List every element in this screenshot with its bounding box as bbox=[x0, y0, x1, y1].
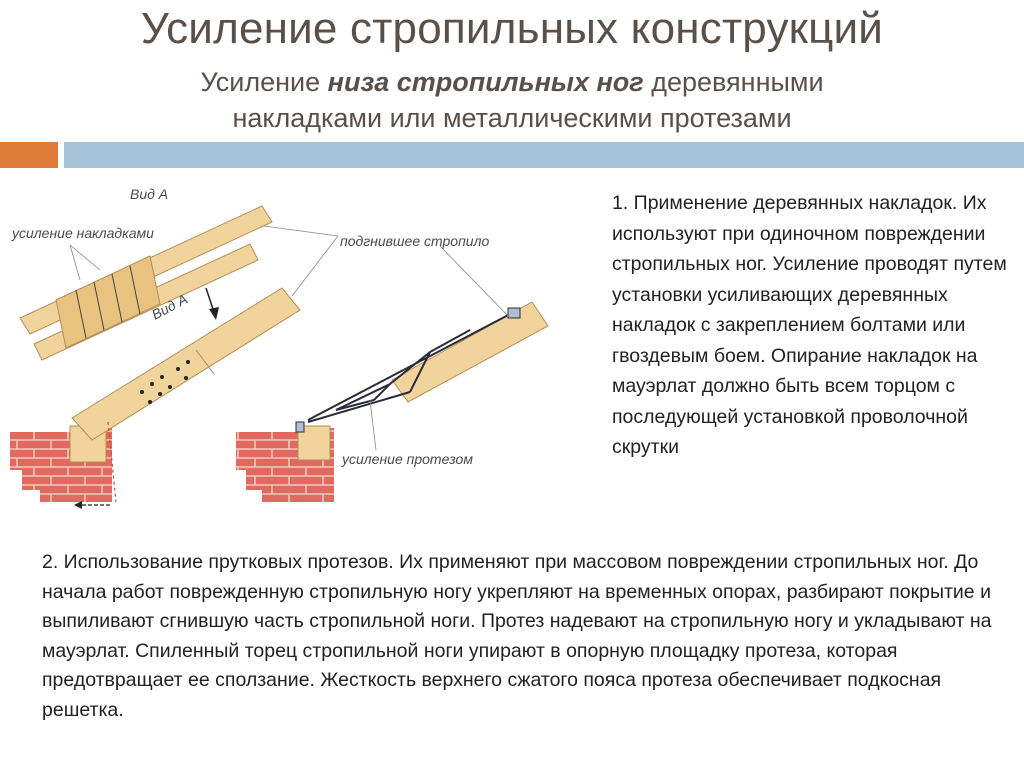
subtitle-emphasis: низа стропильных ног bbox=[327, 67, 644, 97]
callout-rotten-3 bbox=[439, 245, 511, 319]
accent-bar-blue bbox=[64, 142, 1024, 168]
overlay-bolts bbox=[140, 360, 190, 404]
accent-bar-orange bbox=[0, 142, 58, 168]
subtitle-line1-rest: деревянными bbox=[643, 67, 824, 97]
overlay-joint-line bbox=[195, 349, 215, 375]
callout-overlays-2 bbox=[69, 244, 101, 271]
callout-overlays bbox=[69, 244, 81, 281]
view-a-arrow-icon bbox=[205, 287, 219, 320]
paragraph-rod-prostheses: 2. Использование прутковых протезов. Их … bbox=[42, 551, 992, 721]
label-rotten-rafter: подгнившее стропило bbox=[340, 233, 489, 249]
left-rafter bbox=[71, 287, 301, 441]
paragraph-wooden-overlays: 1. Применение деревянных накладок. Их ис… bbox=[612, 192, 1007, 458]
cut-line bbox=[107, 421, 117, 503]
prosthesis-seat bbox=[295, 421, 305, 433]
label-prosthesis: усиление протезом bbox=[341, 451, 473, 467]
view-a-detail bbox=[19, 205, 273, 361]
subtitle-line2: накладками или металлическими протезами bbox=[232, 103, 792, 133]
prosthesis-truss bbox=[307, 311, 515, 423]
label-view-a-top: Вид А bbox=[130, 186, 168, 202]
prosthesis-head bbox=[507, 307, 521, 319]
left-arrow-icon bbox=[74, 501, 110, 509]
right-rafter bbox=[391, 301, 549, 403]
callout-rotten-2 bbox=[291, 235, 339, 297]
subtitle-prefix: Усиление bbox=[200, 67, 328, 97]
page-subtitle: Усиление низа стропильных ног деревянным… bbox=[40, 64, 984, 136]
page-title: Усиление стропильных конструкций bbox=[140, 4, 884, 53]
label-overlays: усиление накладками bbox=[11, 225, 154, 241]
rafter-reinforcement-figure: Вид А усиление накладками подгнившее стр… bbox=[10, 186, 549, 509]
callout-prosthesis bbox=[369, 399, 377, 451]
callout-rotten bbox=[263, 225, 339, 237]
